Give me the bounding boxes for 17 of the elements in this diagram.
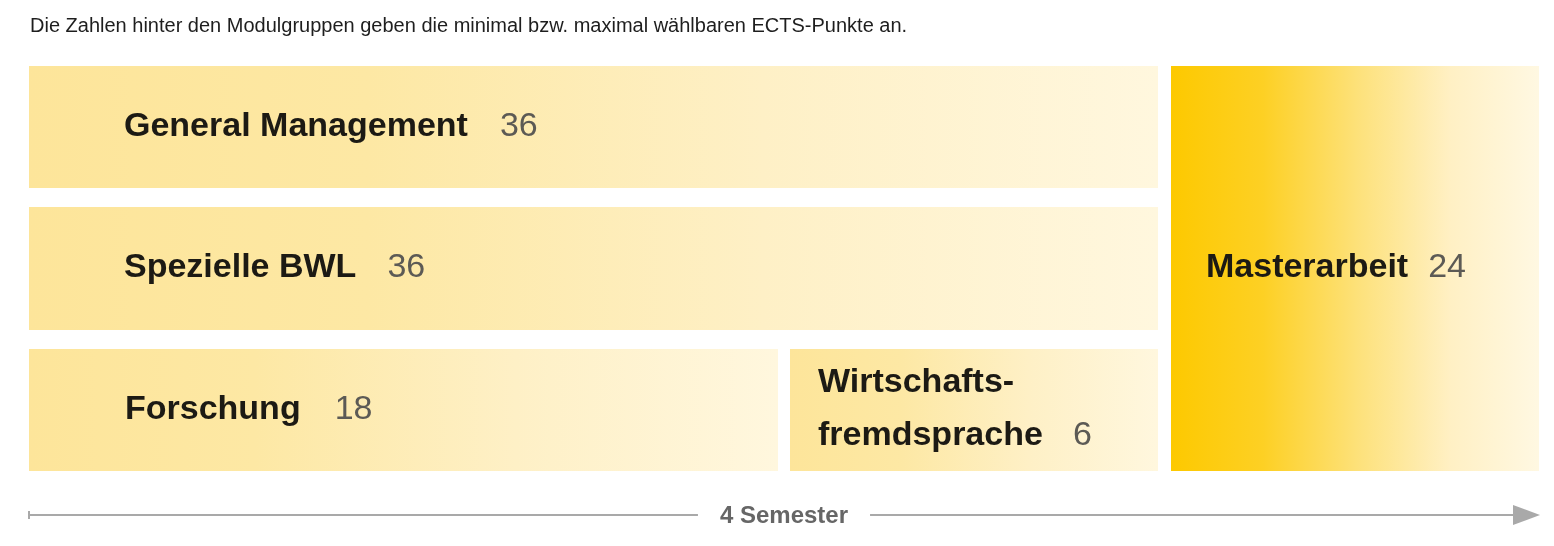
module-name: General Management (124, 104, 468, 143)
module-block (29, 207, 1158, 330)
module-block (29, 66, 1158, 188)
module-name: Masterarbeit (1206, 246, 1409, 284)
ects-points: 36 (387, 246, 426, 284)
module-block (1171, 66, 1539, 471)
ects-points: 6 (1072, 414, 1092, 452)
module-block (29, 349, 778, 471)
note-text: Die Zahlen hinter den Modulgruppen geben die minimal bzw. maximal wählbaren ECTS-Punkte an. (30, 13, 908, 37)
duration-label: 4 Semester (719, 500, 849, 530)
ects-points: 24 (1428, 246, 1467, 284)
module-name: Forschung (125, 387, 301, 426)
ects-points: 18 (334, 387, 373, 426)
module-name: Spezielle BWL (124, 246, 357, 284)
module-block (790, 349, 1158, 471)
ects-points: 36 (499, 104, 538, 143)
module-name: Wirtschafts- fremdsprache (818, 361, 1043, 452)
